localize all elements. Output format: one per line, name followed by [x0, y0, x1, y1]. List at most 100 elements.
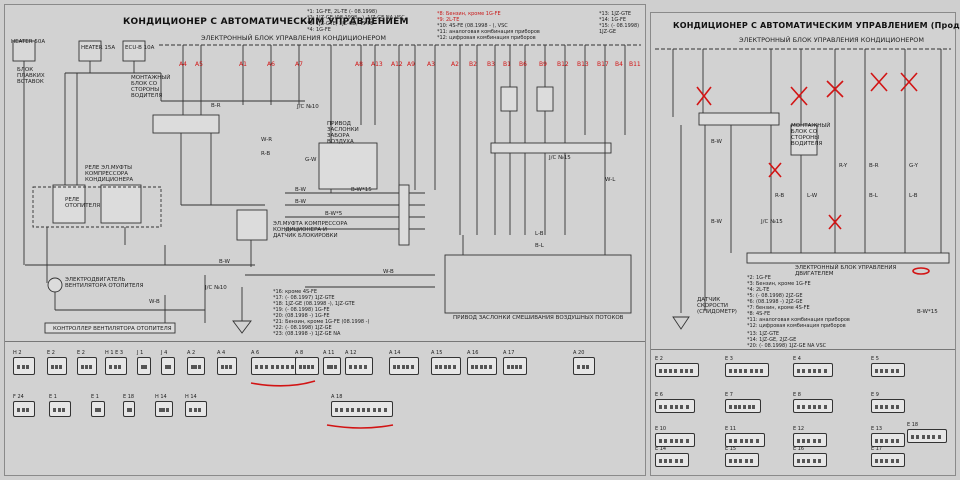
connector-pin [890, 369, 894, 373]
connector-pin [895, 405, 899, 409]
wire-label: W-B [383, 269, 394, 275]
connector-pin [397, 365, 401, 369]
connector-label: E 8 [793, 392, 801, 398]
connector-pin [59, 365, 62, 369]
connector-pin [51, 365, 54, 369]
connector-label: E 9 [871, 392, 879, 398]
page-title: КОНДИЦИОНЕР С АВТОМАТИЧЕСКИМ УПРАВЛЕНИЕМ [123, 17, 409, 27]
connector-pin [193, 408, 197, 412]
connector-view [389, 357, 419, 375]
speed-sensor-label: ДАТЧИК СКОРОСТИ (СПИДОМЕТР) [697, 297, 737, 315]
connector-pin [807, 405, 811, 409]
pin-label: A1 [239, 61, 247, 68]
connector-pin [747, 405, 751, 409]
connector-pin [340, 408, 344, 412]
pin-label: B4 [615, 61, 623, 68]
connector-view [295, 357, 319, 375]
connector-label: E 2 [655, 356, 663, 362]
connector-pin [345, 408, 349, 412]
connector-pin [129, 408, 132, 412]
connector-pin [372, 408, 376, 412]
connector-pin [311, 365, 314, 369]
connector-pin [812, 459, 816, 463]
connector-label: J 4 [161, 350, 168, 356]
connector-pin [507, 365, 510, 369]
connector-pin [17, 365, 20, 369]
connector-label: H 14 [155, 394, 167, 400]
connector-pin [519, 365, 522, 369]
connector-pin [471, 365, 474, 369]
connector-pin [890, 439, 894, 443]
connector-pin [281, 365, 284, 369]
connector-view [105, 357, 127, 375]
connector-pin [734, 439, 738, 443]
pin-label: B9 [539, 61, 547, 68]
connector-pin [113, 365, 117, 369]
connector-label: H 14 [185, 394, 197, 400]
connector-section-divider [5, 341, 645, 342]
damper-drive-label: ПРИВОД ЗАСЛОНКИ ЗАБОРА ВОЗДУХА [327, 121, 359, 145]
connector-label: E 1 [91, 394, 99, 400]
connector-pin [511, 365, 514, 369]
notes-page2-right: *13: 1JZ-GTE *14: 1JZ-GE, 2JZ-GE *20: (-… [747, 331, 827, 349]
wire-label: B-L [869, 193, 878, 199]
pin-label: A4 [179, 61, 187, 68]
blower-controller-label: КОНТРОЛЛЕР ВЕНТИЛЯТОРА ОТОПИТЕЛЯ [53, 326, 172, 332]
connector-label: A 2 [187, 350, 196, 356]
fuse-heater-1: HEATER 50A [11, 39, 46, 45]
connector-pin [679, 459, 683, 463]
connector-pin [937, 435, 941, 439]
connector-pin [729, 439, 732, 443]
ecu-title-2: ЭЛЕКТРОННЫЙ БЛОК УПРАВЛЕНИЯ КОНДИЦИОНЕРО… [739, 36, 924, 44]
connector-pin [335, 408, 338, 412]
connector-label: A 17 [503, 350, 515, 356]
connector-view [907, 429, 947, 443]
connector-pin [17, 408, 20, 412]
connector-pin [127, 408, 130, 412]
connector-view [91, 401, 105, 417]
connector-label: E 14 [655, 446, 667, 452]
connector-pin [255, 365, 258, 369]
pin-label: B17 [597, 61, 609, 68]
connector-view [871, 363, 905, 377]
wiring-lines-2 [655, 48, 951, 330]
connector-pin [85, 365, 88, 369]
pin-label: A3 [427, 61, 435, 68]
connector-pin [729, 459, 732, 463]
connector-pin [823, 405, 827, 409]
connector-pin [303, 365, 306, 369]
connector-pin [817, 439, 821, 443]
pin-label: A8 [355, 61, 363, 68]
connector-pin [823, 369, 827, 373]
connector-pin [439, 365, 443, 369]
connector-pin [21, 365, 25, 369]
connector-pin [875, 439, 878, 443]
wire-label: B-R [211, 103, 221, 109]
pin-label: B11 [629, 61, 641, 68]
connector-pin [755, 439, 759, 443]
pin-label: A9 [407, 61, 415, 68]
connector-view [47, 357, 67, 375]
wire-label: L-W [807, 193, 818, 199]
connector-label: A 16 [467, 350, 479, 356]
connector-pin [659, 369, 662, 373]
wire-label: R-B [775, 193, 785, 199]
connector-pin [159, 408, 162, 412]
connector-pin [165, 408, 169, 412]
connector-pin [443, 365, 447, 369]
connector-label: E 13 [871, 426, 883, 432]
connector-pin [885, 439, 889, 443]
connector-pin [333, 365, 337, 369]
connector-pin [275, 365, 279, 369]
fuse-ecu-b: ECU-B 10A [125, 45, 155, 51]
wire-label: B-L [535, 243, 544, 249]
connector-view [725, 399, 761, 413]
connector-pin [21, 408, 25, 412]
connector-pin [81, 365, 84, 369]
connector-pin [664, 439, 668, 443]
connector-pin [744, 459, 748, 463]
connector-pin [299, 365, 302, 369]
connector-pin [739, 459, 743, 463]
connector-label: E 15 [725, 446, 737, 452]
notes-top-right: *10: 4S-FE (08.1998 - ), VSC *11: аналог… [437, 23, 540, 41]
